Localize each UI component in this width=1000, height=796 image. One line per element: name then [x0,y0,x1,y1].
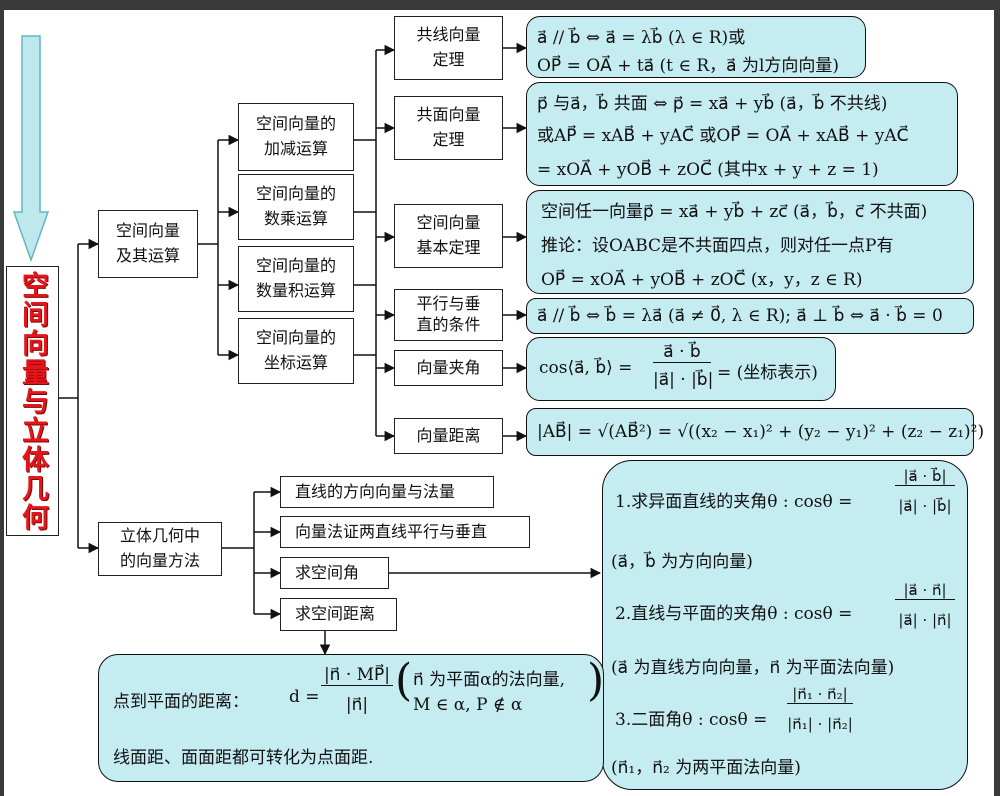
op-label: 空间向量的 加减运算 [255,114,336,158]
left-paren: ( [395,655,413,706]
formula-line: = (坐标表示) [717,363,818,383]
branch-vector-operations: 空间向量 及其运算 [98,210,198,278]
formula-line: 空间任一向量p⃗ = xa⃗ + yb⃗ + zc⃗ (a⃗，b⃗，c⃗ 不共面… [541,202,928,222]
fraction-numerator: |a⃗ · n⃗| [895,581,955,600]
formula-coplanar: p⃗ 与a⃗，b⃗ 共面 ⇔ p⃗ = xa⃗ + yb⃗ (a⃗，b⃗ 不共线… [526,82,958,186]
method-parallel-perpendicular: 向量法证两直线平行与垂直 [280,516,530,548]
op-coordinates: 空间向量的 坐标运算 [238,318,354,384]
formula-basic-theorem: 空间任一向量p⃗ = xa⃗ + yb⃗ + zc⃗ (a⃗，b⃗，c⃗ 不共面… [526,190,974,294]
distance-condition: n⃗ 为平面α的法向量, [413,670,566,690]
theorem-label: 共线向量 定理 [416,25,481,69]
method-label: 求空间角 [295,562,360,582]
op-scalar-multiply: 空间向量的 数乘运算 [238,174,354,240]
main-title: 空间向量与立体几何 [17,270,48,532]
branch-vector-methods: 立体几何中 的向量方法 [98,522,222,576]
formula-line: cos⟨a⃗, b⃗⟩ = [539,358,633,378]
method-label: 求空间距离 [295,604,376,624]
theorem-basic: 空间向量 基本定理 [394,204,503,268]
branch-label: 空间向量 及其运算 [115,221,180,265]
formula-line: 推论：设OABC是不共面四点，则对任一点P有 [541,236,894,256]
op-label: 空间向量的 数量积运算 [255,256,336,300]
fraction-numerator: a⃗ · b⃗ [653,342,711,363]
formula-line: p⃗ 与a⃗，b⃗ 共面 ⇔ p⃗ = xa⃗ + yb⃗ (a⃗，b⃗ 不共线… [537,94,888,114]
method-label: 直线的方向向量与法量 [295,481,456,501]
window-right-border [994,0,1000,796]
method-direction-normal: 直线的方向向量与法量 [280,476,494,508]
theorem-collinear: 共线向量 定理 [394,16,503,80]
formula-distance: |AB⃗| = √(AB⃗²) = √((x₂ − x₁)² + (y₂ − y… [526,408,984,456]
distance-d: d = [289,687,320,707]
theorem-label: 平行与垂 直的条件 [416,294,481,334]
angle-formula-line-plane: 2.直线与平面的夹角θ : cosθ = [615,604,853,624]
theorem-label: 向量距离 [416,425,481,445]
formula-line: OP⃗ = xOA⃗ + yOB⃗ + zOC⃗ (x，y，z ∈ R) [541,270,863,290]
op-add-subtract: 空间向量的 加减运算 [238,103,354,171]
distance-condition: M ∈ α, P ∉ α [413,695,523,715]
angles-panel: 1.求异面直线的夹角θ : cosθ = |a⃗ · b⃗| |a⃗| · |b… [602,460,968,790]
formula-line: 或AP⃗ = xAB⃗ + yAC⃗ 或OP⃗ = OA⃗ + xAB⃗ + y… [537,126,909,146]
formula-angle: cos⟨a⃗, b⃗⟩ = a⃗ · b⃗ |a⃗| · |b⃗| = (坐标表… [526,337,836,401]
distance-panel: 点到平面的距离： d = |n⃗ · MP⃗| |n⃗| ( n⃗ 为平面α的法… [98,654,604,782]
fraction-numerator: |n⃗ · MP⃗| [321,665,393,686]
theorem-coplanar: 共面向量 定理 [394,96,503,160]
fraction-denominator: |a⃗| · |b⃗| [898,497,952,515]
formula-line: OP⃗ = OA⃗ + ta⃗ (t ∈ R，a⃗ 为l方向向量) [537,56,840,76]
theorem-label: 向量夹角 [416,357,481,377]
theorem-distance: 向量距离 [394,418,503,454]
window-top-border [0,0,1000,10]
method-label: 向量法证两直线平行与垂直 [295,521,488,541]
angle-note: (a⃗ 为直线方向向量，n⃗ 为平面法向量) [611,658,895,678]
angle-note: (a⃗，b⃗ 为方向向量) [611,552,753,572]
angle-formula-skew-lines: 1.求异面直线的夹角θ : cosθ = [615,492,853,512]
formula-line: a⃗ // b⃗ ⇔ b⃗ = λa⃗ (a⃗ ≠ 0⃗, λ ∈ R); a⃗… [537,306,943,326]
formula-parallel-perpendicular: a⃗ // b⃗ ⇔ b⃗ = λa⃗ (a⃗ ≠ 0⃗, λ ∈ R); a⃗… [526,298,974,334]
method-space-distance: 求空间距离 [280,598,397,631]
fraction-denominator: |n⃗₁| · |n⃗₂| [787,715,853,733]
fraction-denominator: |a⃗| · |b⃗| [653,370,714,390]
main-topic-box: 空间向量与立体几何 [6,266,59,536]
right-paren: ) [587,655,605,706]
window-left-border [0,0,4,796]
distance-note: 线面距、面面距都可转化为点面距. [113,748,374,768]
method-space-angle: 求空间角 [280,557,389,589]
formula-line: = xOA⃗ + yOB⃗ + zOC⃗ (其中x + y + z = 1) [537,160,879,180]
op-label: 空间向量的 坐标运算 [255,328,336,372]
distance-label: 点到平面的距离： [113,692,249,712]
theorem-label: 共面向量 定理 [416,105,481,149]
fraction-denominator: |a⃗| · |n⃗| [898,611,952,629]
fraction-denominator: |n⃗| [345,695,369,715]
theorem-angle: 向量夹角 [394,350,503,386]
theorem-parallel-perpendicular: 平行与垂 直的条件 [394,289,503,341]
branch-label: 立体几何中 的向量方法 [119,526,200,570]
theorem-label: 空间向量 基本定理 [416,213,481,257]
angle-note: (n⃗₁，n⃗₂ 为两平面法向量) [611,758,801,778]
fraction-numerator: |n⃗₁ · n⃗₂| [787,685,853,704]
formula-collinear: a⃗ // b⃗ ⇔ a⃗ = λb⃗ (λ ∈ R)或 OP⃗ = OA⃗ +… [526,16,866,78]
op-label: 空间向量的 数乘运算 [255,184,336,228]
angle-formula-dihedral: 3.二面角θ : cosθ = [615,710,768,730]
formula-line: |AB⃗| = √(AB⃗²) = √((x₂ − x₁)² + (y₂ − y… [537,422,985,442]
formula-line: a⃗ // b⃗ ⇔ a⃗ = λb⃗ (λ ∈ R)或 [537,28,746,48]
fraction-numerator: |a⃗ · b⃗| [895,467,955,486]
op-dot-product: 空间向量的 数量积运算 [238,246,354,312]
